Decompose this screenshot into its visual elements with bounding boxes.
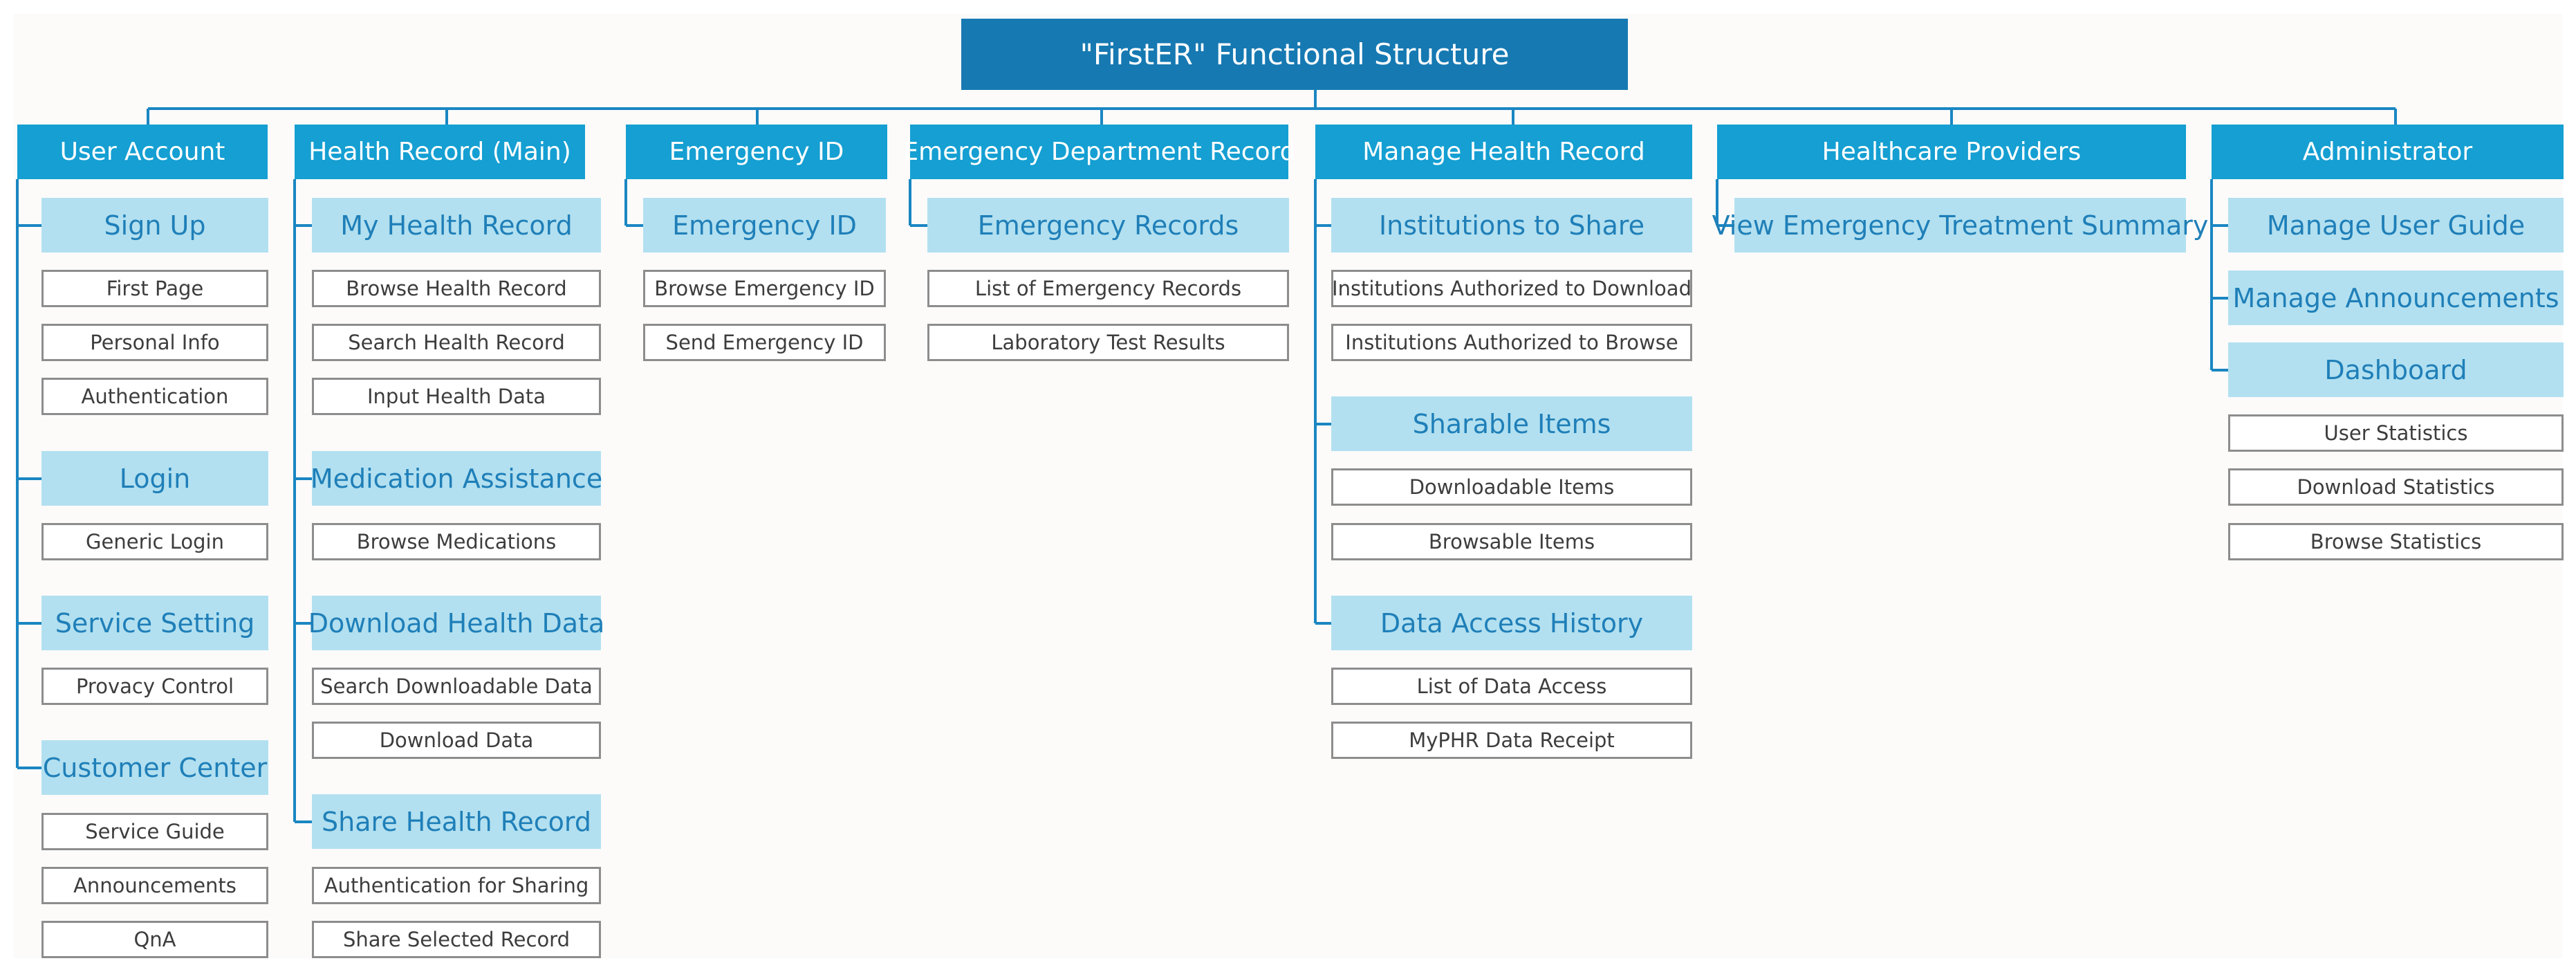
sub-emergency-records: Emergency Records [927, 198, 1289, 253]
leaf-first-page: First Page [41, 270, 268, 307]
category-administrator: Administrator [2212, 125, 2564, 179]
leaf-search-downloadable-data: Search Downloadable Data [312, 668, 601, 705]
leaf-authentication: Authentication [41, 378, 268, 415]
leaf-authentication-for-sharing: Authentication for Sharing [312, 867, 601, 904]
leaf-list-of-emergency-records: List of Emergency Records [927, 270, 1289, 307]
leaf-announcements: Announcements [41, 867, 268, 904]
leaf-browse-emergency-id: Browse Emergency ID [643, 270, 886, 307]
category-emergency-department-record: Emergency Department Record [902, 125, 1296, 179]
leaf-input-health-data: Input Health Data [312, 378, 601, 415]
sub-download-health-data: Download Health Data [308, 596, 604, 650]
diagram-title: "FirstER" Functional Structure [961, 19, 1628, 90]
leaf-personal-info: Personal Info [41, 324, 268, 361]
sub-sign-up: Sign Up [41, 198, 268, 253]
sub-view-emergency-treatment-summary: View Emergency Treatment Summary [1712, 198, 2208, 253]
leaf-search-health-record: Search Health Record [312, 324, 601, 361]
leaf-qna: QnA [41, 921, 268, 958]
sub-manage-announcements: Manage Announcements [2228, 270, 2564, 325]
leaf-browse-health-record: Browse Health Record [312, 270, 601, 307]
leaf-myphr-data-receipt: MyPHR Data Receipt [1331, 722, 1692, 759]
leaf-browse-statistics: Browse Statistics [2228, 523, 2564, 560]
sub-manage-user-guide: Manage User Guide [2228, 198, 2564, 253]
category-emergency-id: Emergency ID [626, 125, 887, 179]
leaf-laboratory-test-results: Laboratory Test Results [927, 324, 1289, 361]
leaf-provacy-control: Provacy Control [41, 668, 268, 705]
leaf-download-statistics: Download Statistics [2228, 468, 2564, 506]
category-user-account: User Account [17, 125, 268, 179]
leaf-institutions-authorized-to-browse: Institutions Authorized to Browse [1331, 324, 1692, 361]
sub-my-health-record: My Health Record [312, 198, 601, 253]
sub-emergency-id: Emergency ID [643, 198, 886, 253]
sub-sharable-items: Sharable Items [1331, 396, 1692, 451]
sub-service-setting: Service Setting [41, 596, 268, 650]
category-healthcare-providers: Healthcare Providers [1717, 125, 2186, 179]
sub-data-access-history: Data Access History [1331, 596, 1692, 650]
leaf-share-selected-record: Share Selected Record [312, 921, 601, 958]
sub-share-health-record: Share Health Record [312, 794, 601, 849]
leaf-downloadable-items: Downloadable Items [1331, 468, 1692, 506]
leaf-generic-login: Generic Login [41, 523, 268, 560]
leaf-service-guide: Service Guide [41, 813, 268, 850]
sub-login: Login [41, 451, 268, 506]
leaf-browse-medications: Browse Medications [312, 523, 601, 560]
category-health-record-main: Health Record (Main) [295, 125, 585, 179]
category-manage-health-record: Manage Health Record [1315, 125, 1692, 179]
leaf-send-emergency-id: Send Emergency ID [643, 324, 886, 361]
sub-institutions-to-share: Institutions to Share [1331, 198, 1692, 253]
leaf-browsable-items: Browsable Items [1331, 523, 1692, 560]
sub-customer-center: Customer Center [41, 740, 268, 795]
leaf-institutions-authorized-to-download: Institutions Authorized to Download [1331, 270, 1692, 307]
leaf-download-data: Download Data [312, 722, 601, 759]
leaf-user-statistics: User Statistics [2228, 414, 2564, 452]
sub-dashboard: Dashboard [2228, 342, 2564, 397]
leaf-list-of-data-access: List of Data Access [1331, 668, 1692, 705]
sub-medication-assistance: Medication Assistance [311, 451, 602, 506]
